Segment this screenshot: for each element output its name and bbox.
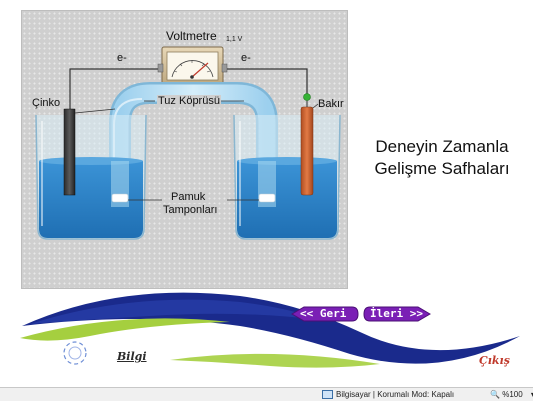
back-button-shape <box>291 306 359 322</box>
zoom-level: %100 <box>502 390 523 399</box>
voltmeter-label: Voltmetre <box>166 29 217 43</box>
galvanic-cell-diagram: Voltmetre 1,1 V e- e- Çinko Bakır Tuz Kö… <box>21 10 348 289</box>
diagram-drawing <box>35 46 341 240</box>
voltmeter-reading: 1,1 V <box>226 36 243 43</box>
decorative-swoosh <box>20 292 520 368</box>
wire-circuit <box>69 68 308 109</box>
electron-flow-left: e- <box>116 52 128 64</box>
cotton-plugs <box>111 193 276 203</box>
computer-zone-icon <box>322 390 333 400</box>
magnifier-icon: 🔍 <box>490 390 500 399</box>
left-beaker <box>35 114 147 240</box>
voltmeter <box>157 46 228 86</box>
zinc-electrode <box>63 108 116 196</box>
cotton-plugs-label-line2: Tamponları <box>162 204 219 216</box>
heading-line-1: Deneyin Zamanla <box>375 137 509 156</box>
right-beaker <box>233 114 341 240</box>
salt-bridge-label: Tuz Köprüsü <box>157 95 221 107</box>
heading-line-2: Gelişme Safhaları <box>374 159 510 178</box>
page-heading: Deneyin Zamanla Gelişme Safhaları <box>352 136 532 180</box>
info-link[interactable]: Bilgi <box>117 350 147 363</box>
zinc-label: Çinko <box>32 97 61 109</box>
zoom-control[interactable]: 🔍 %100 ▾ <box>490 388 533 401</box>
info-swirl-icon[interactable] <box>60 338 90 368</box>
forward-button[interactable]: İleri >> <box>362 306 432 322</box>
security-zone-text: Bilgisayar | Korumalı Mod: Kapalı <box>336 390 455 399</box>
exit-link[interactable]: Çıkış <box>479 354 510 367</box>
back-button[interactable]: << Geri <box>290 306 360 322</box>
cotton-plugs-label-line1: Pamuk <box>170 191 207 203</box>
copper-electrode <box>300 93 319 196</box>
back-button-label: << Geri <box>300 307 347 320</box>
copper-label: Bakır <box>318 98 344 110</box>
forward-button-label: İleri >> <box>370 307 423 320</box>
electron-flow-right: e- <box>240 52 252 64</box>
browser-status-bar: Bilgisayar | Korumalı Mod: Kapalı 🔍 %100… <box>0 387 533 401</box>
chevron-down-icon: ▾ <box>530 390 533 399</box>
security-zone: Bilgisayar | Korumalı Mod: Kapalı <box>322 388 454 401</box>
forward-button-shape <box>363 306 431 322</box>
